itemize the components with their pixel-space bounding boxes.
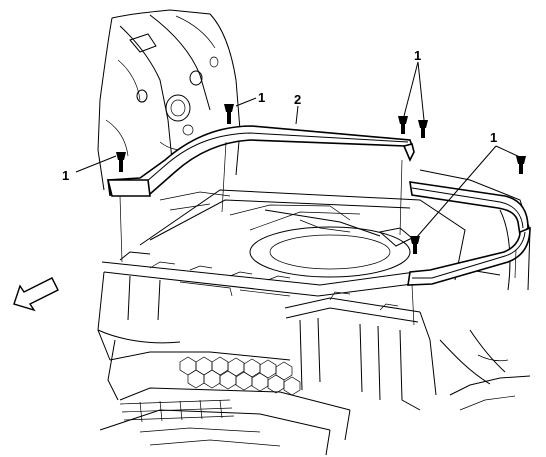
bolt-right-b (410, 236, 420, 254)
rear-quarter-panel (97, 9, 241, 191)
forward-arrow-icon (13, 277, 59, 312)
leader-lines (75, 61, 523, 239)
callout-bolts-right: 1 (490, 130, 497, 145)
alignment-lines (119, 141, 517, 326)
bolt-right-a (516, 156, 526, 174)
lower-left-grid (119, 399, 235, 423)
center-bracket (284, 291, 437, 411)
bolt-top-right-b (418, 120, 428, 138)
callout-frame: 2 (294, 92, 301, 107)
callout-bolt-left: 1 (62, 168, 69, 183)
trunk-frame (106, 125, 531, 286)
lower-structure (97, 329, 351, 456)
bolt-top-right-a (398, 116, 408, 134)
bolt-left (116, 152, 126, 172)
hex-grille (179, 356, 301, 396)
rear-closing-panel (97, 251, 431, 361)
trunk-floor (139, 189, 466, 281)
callout-bolt-top-left: 1 (258, 90, 265, 105)
callout-bolts-top-right: 1 (414, 48, 421, 63)
bolt-top-left (224, 104, 234, 124)
